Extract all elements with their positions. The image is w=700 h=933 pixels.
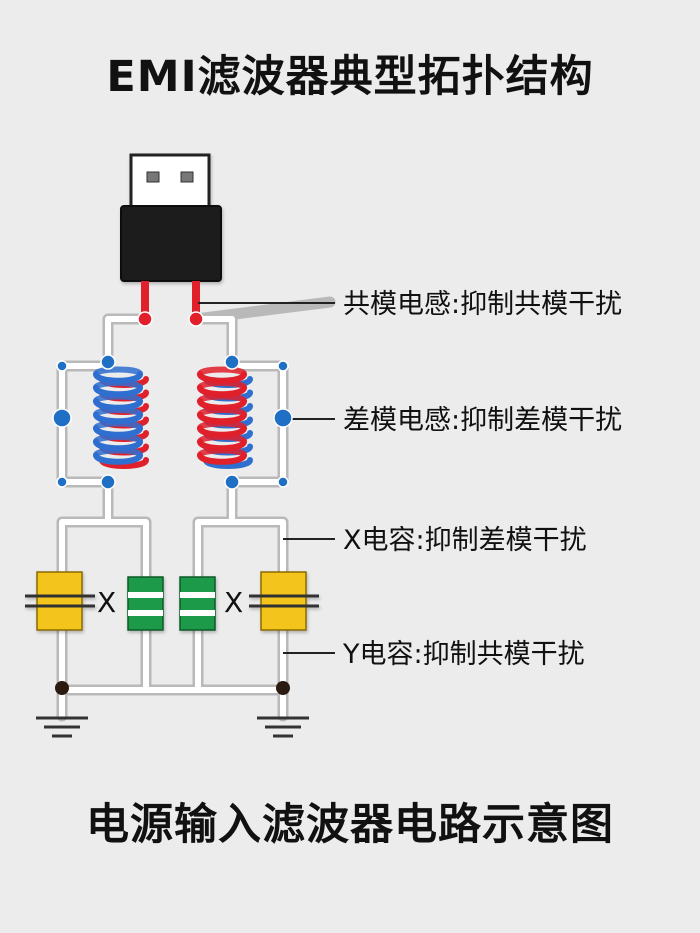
label-differential-mode-inductor: 差模电感:抑制差模干扰 xyxy=(343,405,622,436)
y-capacitor-right xyxy=(249,571,319,631)
x-capacitor-left xyxy=(127,576,164,631)
common-mode-inductor-right xyxy=(197,366,253,469)
differential-mode-inductor-left xyxy=(93,366,149,469)
coil-winding xyxy=(93,434,143,445)
coil-winding xyxy=(197,407,247,418)
y-capacitor-left xyxy=(25,571,95,631)
coil-winding xyxy=(197,380,247,391)
coil-winding xyxy=(197,447,247,458)
coil-winding xyxy=(93,411,143,425)
page-title: EMI滤波器典型拓扑结构 xyxy=(106,52,594,102)
coil-winding xyxy=(93,384,143,398)
coil-winding xyxy=(93,380,143,391)
coil-winding xyxy=(197,434,247,445)
circuit-wires xyxy=(56,296,336,722)
coil-winding xyxy=(197,398,247,411)
coil-winding xyxy=(93,438,143,452)
page-subtitle: 电源输入滤波器电路示意图 xyxy=(86,800,614,850)
coil-winding xyxy=(93,366,143,377)
x-mark-left: X xyxy=(97,586,116,619)
plug-leads xyxy=(141,281,200,319)
x-mark-right: X xyxy=(224,586,243,619)
coil-winding xyxy=(197,393,247,404)
x-capacitor-right xyxy=(179,576,216,631)
coil-winding xyxy=(93,407,143,418)
coil-winding xyxy=(93,447,143,458)
coil-winding xyxy=(93,452,143,465)
coil-winding xyxy=(93,371,143,384)
coil-winding xyxy=(197,438,247,452)
label-x-capacitor: X电容:抑制差模干扰 xyxy=(343,525,587,556)
coil-winding xyxy=(93,398,143,411)
usb-plug-icon xyxy=(120,153,222,282)
coil-winding xyxy=(197,411,247,425)
coil-winding xyxy=(197,452,247,465)
coil-winding xyxy=(197,366,247,377)
coil-winding xyxy=(197,384,247,398)
junction-nodes xyxy=(52,311,293,490)
ground-icon-right xyxy=(257,716,309,738)
coil-winding xyxy=(197,420,247,431)
ground-junction-nodes xyxy=(55,681,290,695)
coil-winding xyxy=(197,425,247,438)
label-common-mode-inductor: 共模电感:抑制共模干扰 xyxy=(343,289,622,320)
coil-winding xyxy=(93,393,143,404)
coil-winding xyxy=(197,371,247,384)
label-y-capacitor: Y电容:抑制共模干扰 xyxy=(342,639,585,670)
coil-winding xyxy=(93,425,143,438)
ground-icon-left xyxy=(36,716,88,738)
coil-winding xyxy=(93,420,143,431)
